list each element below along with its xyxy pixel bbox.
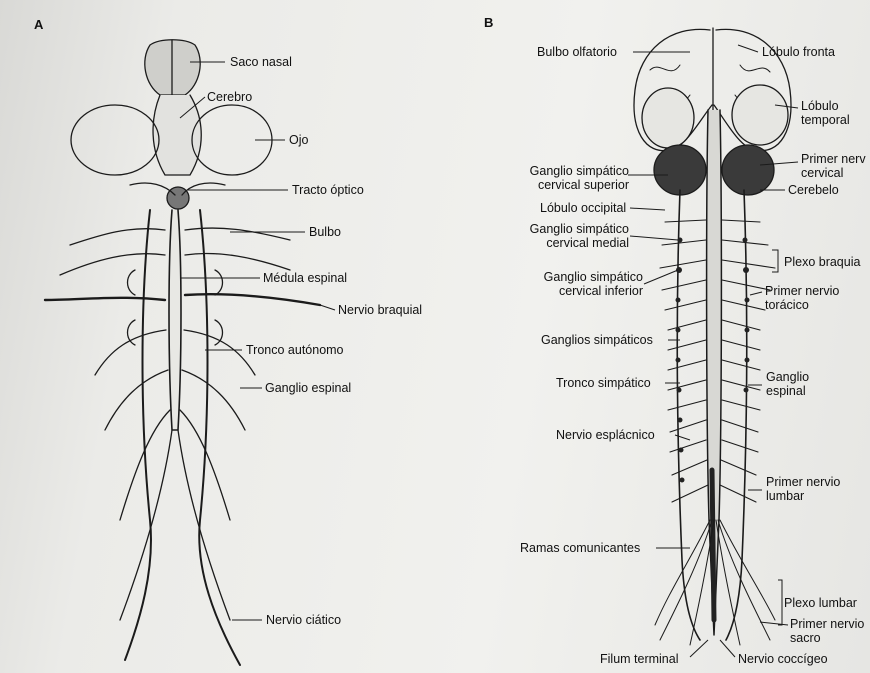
label-gsci-line2: cervical inferior	[525, 284, 643, 298]
label-bulbo: Bulbo	[309, 225, 341, 239]
label-tronco-simpatico: Tronco simpático	[556, 376, 651, 390]
label-bulbo-olfatorio: Bulbo olfatorio	[537, 45, 617, 59]
label-plexo-braquial: Plexo braquia	[784, 255, 860, 269]
label-pnl-line1: Primer nervio	[766, 475, 840, 489]
label-saco-nasal: Saco nasal	[230, 55, 292, 69]
label-ganglios-simpaticos: Ganglios simpáticos	[541, 333, 653, 347]
label-gscs-line1: Ganglio simpático	[505, 164, 629, 178]
label-gscm-line2: cervical medial	[505, 236, 629, 250]
label-lobulo-temporal-line1: Lóbulo	[801, 99, 850, 113]
label-ganglio-espinal-b-line1: Ganglio	[766, 370, 809, 384]
label-cerebelo: Cerebelo	[788, 183, 839, 197]
label-nervio-braquial: Nervio braquial	[338, 303, 422, 317]
panel-a-leaders	[180, 62, 335, 620]
label-ojo: Ojo	[289, 133, 308, 147]
label-primer-nervio-cervical: Primer nerv cervical	[801, 152, 866, 180]
label-primer-nervio-toracico: Primer nervio torácico	[765, 284, 839, 312]
label-gscs-line2: cervical superior	[505, 178, 629, 192]
label-lobulo-frontal: Lóbulo fronta	[762, 45, 835, 59]
label-primer-nervio-cervical-line2: cervical	[801, 166, 866, 180]
label-cerebro: Cerebro	[207, 90, 252, 104]
label-tracto-optico: Tracto óptico	[292, 183, 364, 197]
label-gscm-line1: Ganglio simpático	[505, 222, 629, 236]
label-lobulo-temporal-line2: temporal	[801, 113, 850, 127]
label-ganglio-simpatico-cervical-superior: Ganglio simpático cervical superior	[505, 164, 629, 192]
label-pnl-line2: lumbar	[766, 489, 840, 503]
label-pns-line1: Primer nervio	[790, 617, 864, 631]
label-pns-line2: sacro	[790, 631, 864, 645]
label-ramas-comunicantes: Ramas comunicantes	[520, 541, 640, 555]
label-filum-terminal: Filum terminal	[600, 652, 679, 666]
label-primer-nervio-sacro: Primer nervio sacro	[790, 617, 864, 645]
label-ganglio-espinal-b-line2: espinal	[766, 384, 809, 398]
panel-b-letter: B	[484, 15, 493, 30]
label-ganglio-espinal-b: Ganglio espinal	[766, 370, 809, 398]
panel-a-letter: A	[34, 17, 43, 32]
label-ganglio-simpatico-cervical-inferior: Ganglio simpático cervical inferior	[525, 270, 643, 298]
label-tronco-autonomo: Tronco autónomo	[246, 343, 344, 357]
label-nervio-coccigeo: Nervio coccígeo	[738, 652, 828, 666]
label-nervio-esplacnico: Nervio esplácnico	[556, 428, 655, 442]
panel-b-drawing	[634, 28, 791, 645]
label-pnt-line1: Primer nervio	[765, 284, 839, 298]
label-primer-nervio-cervical-line1: Primer nerv	[801, 152, 866, 166]
label-lobulo-temporal: Lóbulo temporal	[801, 99, 850, 127]
label-pnt-line2: torácico	[765, 298, 839, 312]
label-ganglio-espinal-a: Ganglio espinal	[265, 381, 351, 395]
label-gsci-line1: Ganglio simpático	[525, 270, 643, 284]
label-primer-nervio-lumbar: Primer nervio lumbar	[766, 475, 840, 503]
label-plexo-lumbar: Plexo lumbar	[784, 596, 857, 610]
label-lobulo-occipital: Lóbulo occipital	[540, 201, 626, 215]
label-ganglio-simpatico-cervical-medial: Ganglio simpático cervical medial	[505, 222, 629, 250]
label-nervio-ciatico: Nervio ciático	[266, 613, 341, 627]
label-medula-espinal: Médula espinal	[263, 271, 347, 285]
